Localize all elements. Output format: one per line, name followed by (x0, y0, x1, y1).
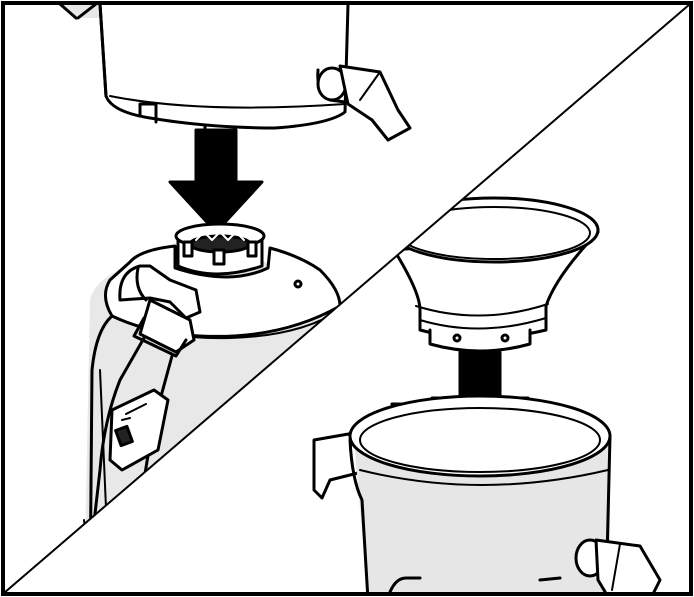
panel-divider (3, 3, 691, 594)
juice-bowl-upper (58, 4, 412, 142)
down-arrow-left (168, 128, 264, 234)
strainer-funnel (388, 196, 600, 353)
drive-coupling (174, 222, 266, 276)
left-panel (58, 4, 412, 593)
latch-clamp (89, 264, 202, 568)
lower-bowl-spout (574, 538, 662, 593)
juice-bowl-lower (312, 394, 662, 593)
right-panel (312, 196, 662, 593)
motor-base (83, 222, 344, 593)
bowl-spout (316, 64, 412, 142)
